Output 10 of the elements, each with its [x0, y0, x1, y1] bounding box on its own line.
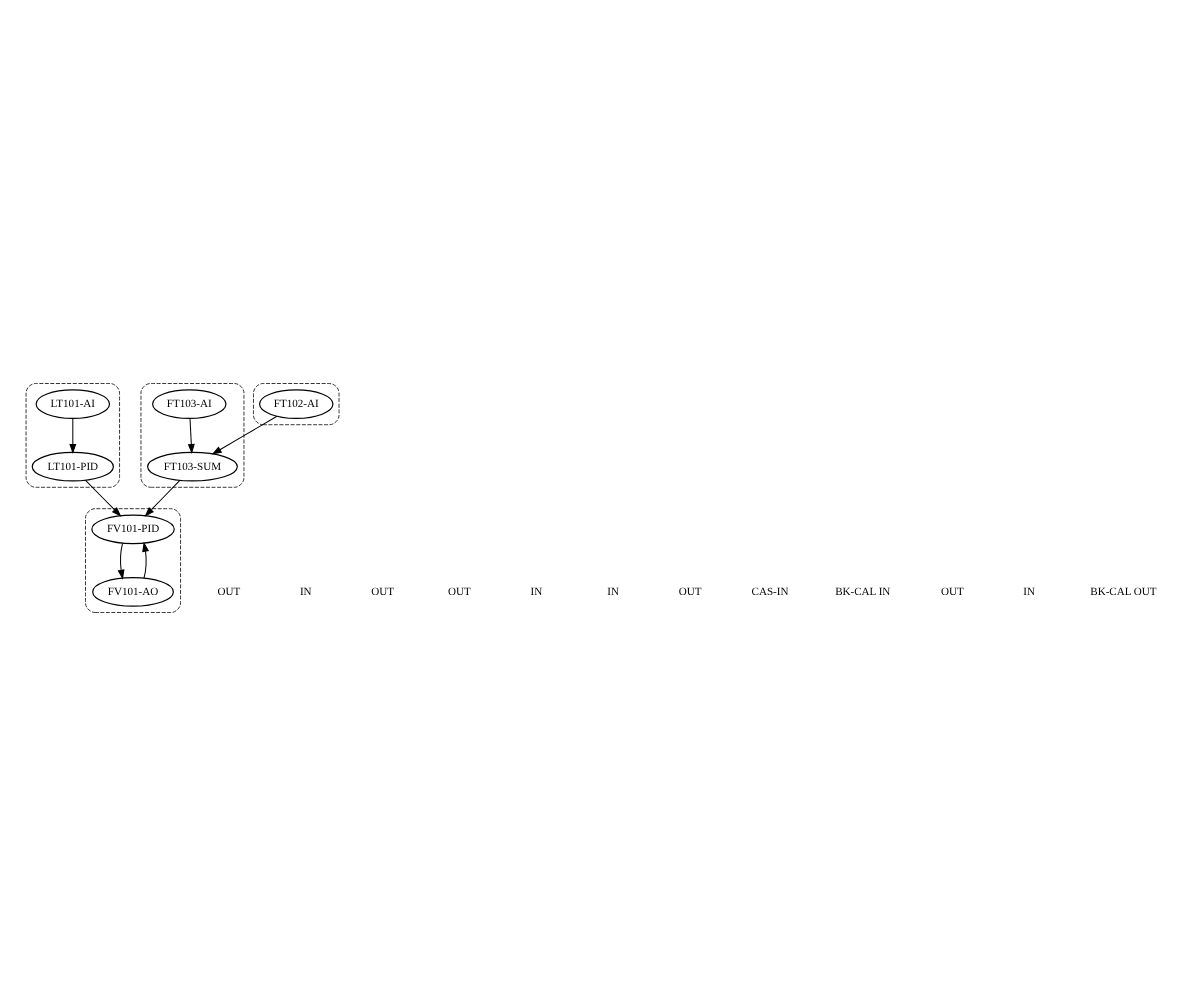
- cluster: [140, 383, 245, 488]
- arrow: [142, 541, 150, 579]
- cluster: [253, 383, 340, 426]
- arrow: [69, 417, 77, 454]
- arrow: [117, 542, 125, 580]
- arrow: [85, 479, 122, 517]
- arrow: [211, 415, 278, 455]
- arrow: [187, 417, 195, 454]
- cluster: [25, 383, 120, 488]
- arrow: [144, 479, 181, 517]
